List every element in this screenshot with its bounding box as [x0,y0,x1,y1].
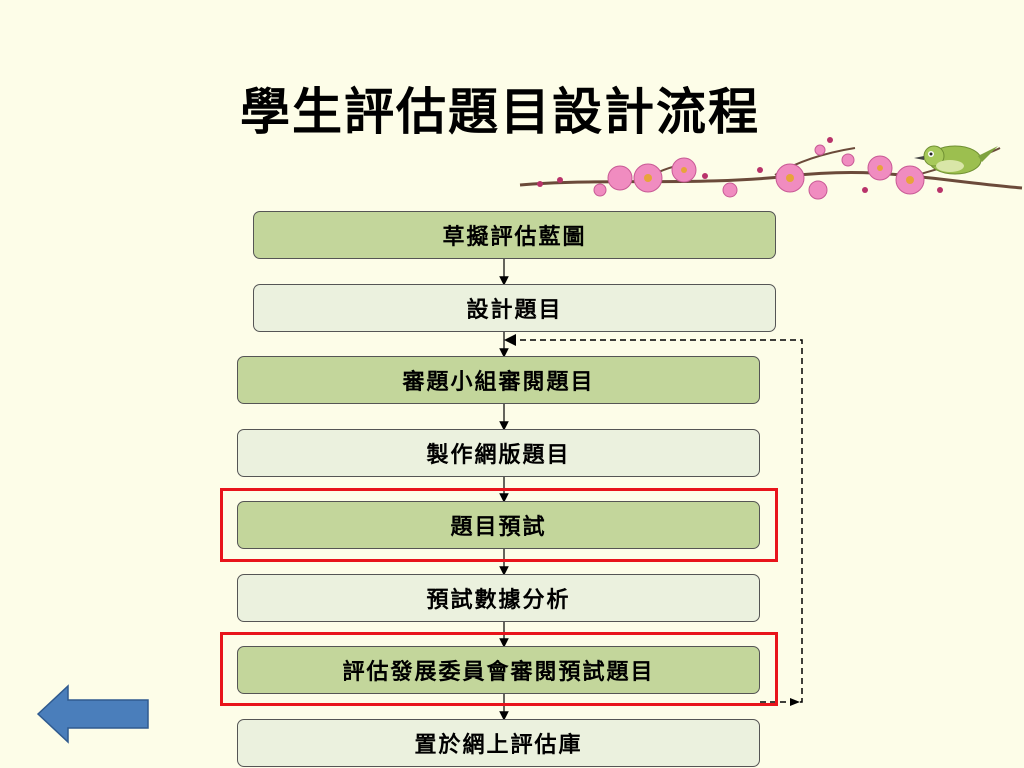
page-title: 學生評估題目設計流程 [240,82,760,141]
flow-step-design-questions: 設計題目 [253,284,776,332]
flow-step-produce-web-questions: 製作網版題目 [237,429,760,477]
highlight-frame-pilot-test [220,488,778,562]
flow-step-committee-review-pilot-questions: 評估發展委員會審閱預試題目 [237,646,760,694]
feedback-loop-arrow [504,334,803,703]
highlight-frame-committee-review [220,632,778,706]
feedback-loop-start-arrowhead [790,698,800,706]
flow-step-draft-assessment-blueprint: 草擬評估藍圖 [253,211,776,259]
flow-step-panel-review-questions: 審題小組審閱題目 [237,356,760,404]
flow-step-question-pilot-test: 題目預試 [237,501,760,549]
flow-step-place-in-online-item-bank: 置於網上評估庫 [237,719,760,767]
flow-step-pilot-data-analysis: 預試數據分析 [237,574,760,622]
